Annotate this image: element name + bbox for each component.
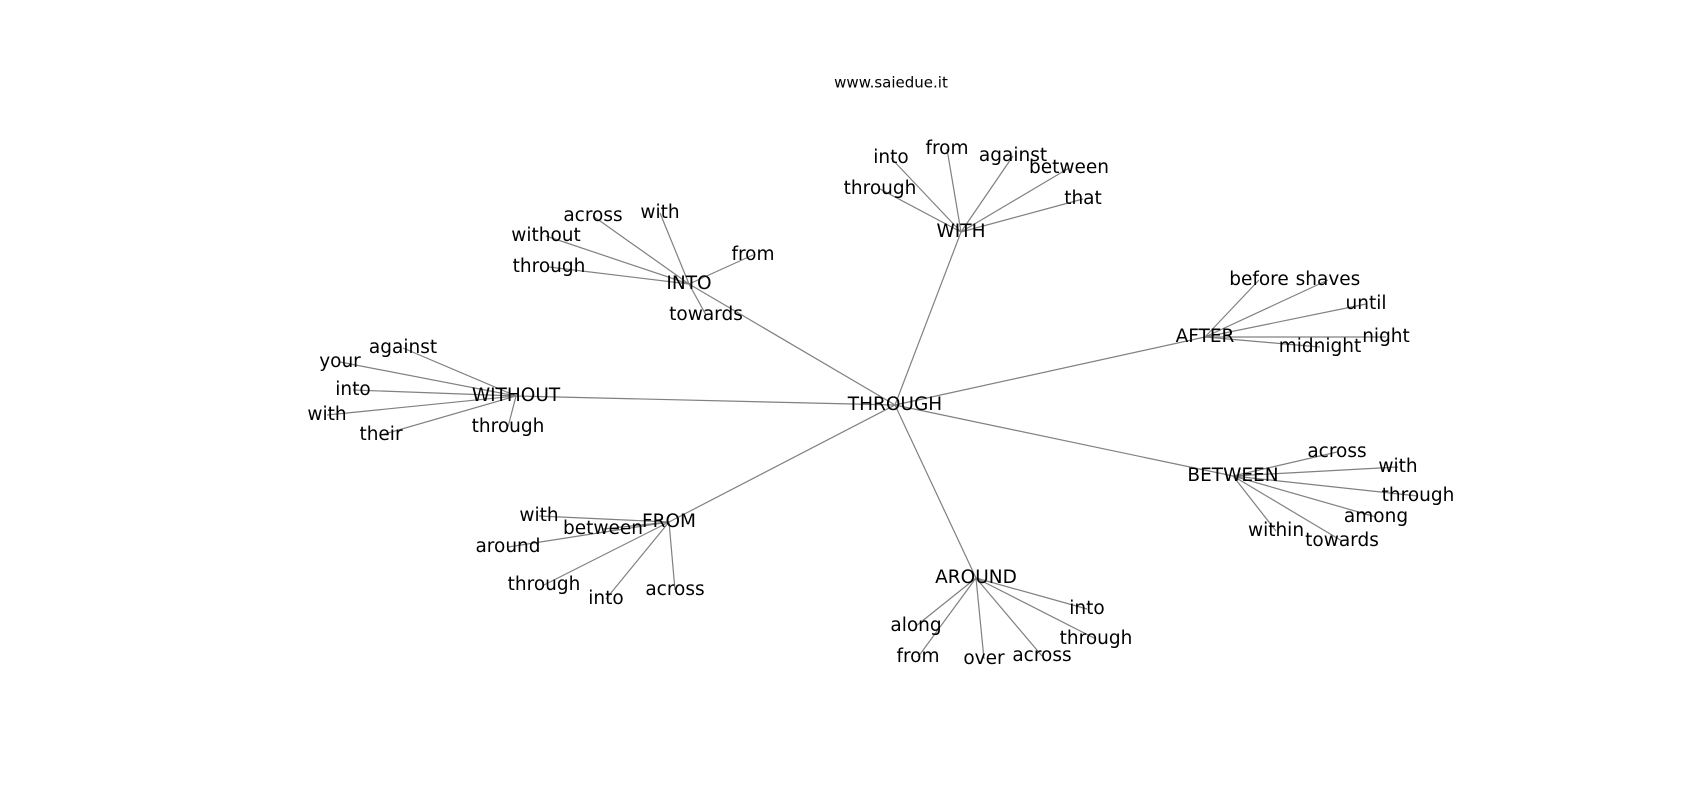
leaf-node-with-that: that bbox=[1064, 188, 1102, 209]
leaf-node-after-midnight: midnight bbox=[1279, 336, 1362, 357]
edge-into-towards bbox=[688, 283, 707, 316]
edge-around-over bbox=[975, 577, 985, 660]
leaf-node-between-within: within bbox=[1248, 520, 1304, 541]
leaf-node-into-from: from bbox=[731, 244, 774, 265]
edge-without-into bbox=[352, 389, 517, 397]
edge-with-that bbox=[960, 198, 1084, 233]
edge-between-among bbox=[1232, 475, 1377, 518]
edge-into-without bbox=[545, 235, 690, 285]
edge-without-through bbox=[507, 395, 517, 428]
edge-from-around bbox=[507, 521, 670, 548]
leaf-node-into-towards: towards bbox=[669, 304, 743, 325]
leaf-node-from-with: with bbox=[519, 505, 558, 526]
edge-around-from bbox=[917, 577, 977, 658]
leaf-node-into-through: through bbox=[513, 256, 586, 277]
edge-around-through bbox=[975, 577, 1097, 640]
edge-without-against bbox=[402, 347, 517, 397]
edge-between-towards bbox=[1232, 475, 1343, 542]
edge-center-between bbox=[894, 404, 1234, 477]
hub-node-into: INTO bbox=[666, 273, 711, 294]
edge-around-along bbox=[915, 577, 977, 627]
leaf-node-with-between: between bbox=[1029, 157, 1109, 178]
hub-node-without: WITHOUT bbox=[472, 385, 561, 406]
edge-between-with bbox=[1232, 466, 1399, 477]
leaf-node-into-across: across bbox=[563, 205, 622, 226]
hub-node-between: BETWEEN bbox=[1187, 465, 1278, 486]
leaf-node-into-without: without bbox=[511, 225, 581, 246]
edge-with-between bbox=[960, 167, 1070, 233]
edge-into-across bbox=[592, 215, 690, 285]
edge-after-until bbox=[1204, 303, 1367, 338]
site-label: www.saiedue.it bbox=[834, 74, 948, 92]
leaf-node-around-across: across bbox=[1012, 645, 1071, 666]
leaf-node-with-against: against bbox=[979, 145, 1047, 166]
edge-center-from bbox=[668, 404, 896, 523]
edge-from-with bbox=[538, 515, 670, 523]
edge-from-through bbox=[543, 521, 670, 586]
leaf-node-around-through: through bbox=[1060, 628, 1133, 649]
edge-center-after bbox=[894, 336, 1206, 406]
leaf-node-after-shaves: shaves bbox=[1296, 269, 1361, 290]
leaf-node-into-with: with bbox=[640, 202, 679, 223]
edge-into-through bbox=[548, 266, 690, 285]
leaf-node-from-through: through bbox=[508, 574, 581, 595]
leaf-node-around-from: from bbox=[896, 646, 939, 667]
edge-without-their bbox=[380, 395, 517, 436]
edge-center-around bbox=[894, 404, 977, 579]
hub-node-around: AROUND bbox=[935, 567, 1017, 588]
edge-with-through bbox=[879, 188, 962, 233]
hub-node-with: WITH bbox=[937, 221, 986, 242]
leaf-node-without-your: your bbox=[319, 351, 361, 372]
leaf-node-between-through: through bbox=[1382, 485, 1455, 506]
edge-with-from bbox=[946, 148, 962, 233]
edge-into-with bbox=[659, 212, 690, 285]
edge-center-with bbox=[894, 231, 962, 406]
edge-between-across bbox=[1232, 451, 1338, 477]
center-node-label: THROUGH bbox=[847, 394, 942, 415]
leaf-node-without-through: through bbox=[472, 416, 545, 437]
leaf-node-with-into: into bbox=[873, 147, 908, 168]
edge-after-midnight bbox=[1204, 336, 1321, 348]
leaf-node-around-into: into bbox=[1069, 598, 1104, 619]
edge-into-from bbox=[688, 254, 754, 285]
edge-between-through bbox=[1232, 475, 1419, 497]
leaf-node-after-until: until bbox=[1346, 293, 1387, 314]
leaf-node-between-with: with bbox=[1378, 456, 1417, 477]
leaf-node-between-across: across bbox=[1307, 441, 1366, 462]
edge-center-without bbox=[515, 395, 896, 406]
edge-from-across bbox=[668, 521, 676, 591]
leaf-node-between-towards: towards bbox=[1305, 530, 1379, 551]
leaf-node-without-against: against bbox=[369, 337, 437, 358]
leaf-node-after-night: night bbox=[1362, 326, 1410, 347]
edge-around-across bbox=[975, 577, 1043, 657]
edge-without-with bbox=[326, 395, 517, 416]
leaf-node-with-through: through bbox=[844, 178, 917, 199]
edge-after-shaves bbox=[1204, 279, 1329, 338]
edges-layer bbox=[326, 148, 1419, 660]
edge-from-into bbox=[605, 521, 670, 600]
leaf-node-from-across: across bbox=[645, 579, 704, 600]
edge-between-within bbox=[1232, 475, 1277, 532]
leaf-node-without-with: with bbox=[307, 404, 346, 425]
leaf-node-around-along: along bbox=[890, 615, 941, 636]
leaf-node-without-their: their bbox=[359, 424, 403, 445]
edge-after-before bbox=[1204, 279, 1260, 338]
hub-node-from: FROM bbox=[642, 511, 696, 532]
leaf-node-from-between: between bbox=[563, 518, 643, 539]
edge-around-into bbox=[975, 577, 1088, 610]
edge-with-into bbox=[890, 157, 962, 233]
leaf-node-from-around: around bbox=[475, 536, 540, 557]
leaf-node-with-from: from bbox=[925, 138, 968, 159]
edge-with-against bbox=[960, 155, 1014, 233]
leaf-node-between-among: among bbox=[1344, 506, 1408, 527]
leaf-node-from-into: into bbox=[588, 588, 623, 609]
leaf-node-after-before: before bbox=[1229, 269, 1289, 290]
hub-node-after: AFTER bbox=[1176, 326, 1235, 347]
leaf-node-around-over: over bbox=[963, 648, 1005, 669]
edge-without-your bbox=[339, 361, 517, 397]
edge-center-into bbox=[688, 283, 896, 406]
leaf-node-without-into: into bbox=[335, 379, 370, 400]
